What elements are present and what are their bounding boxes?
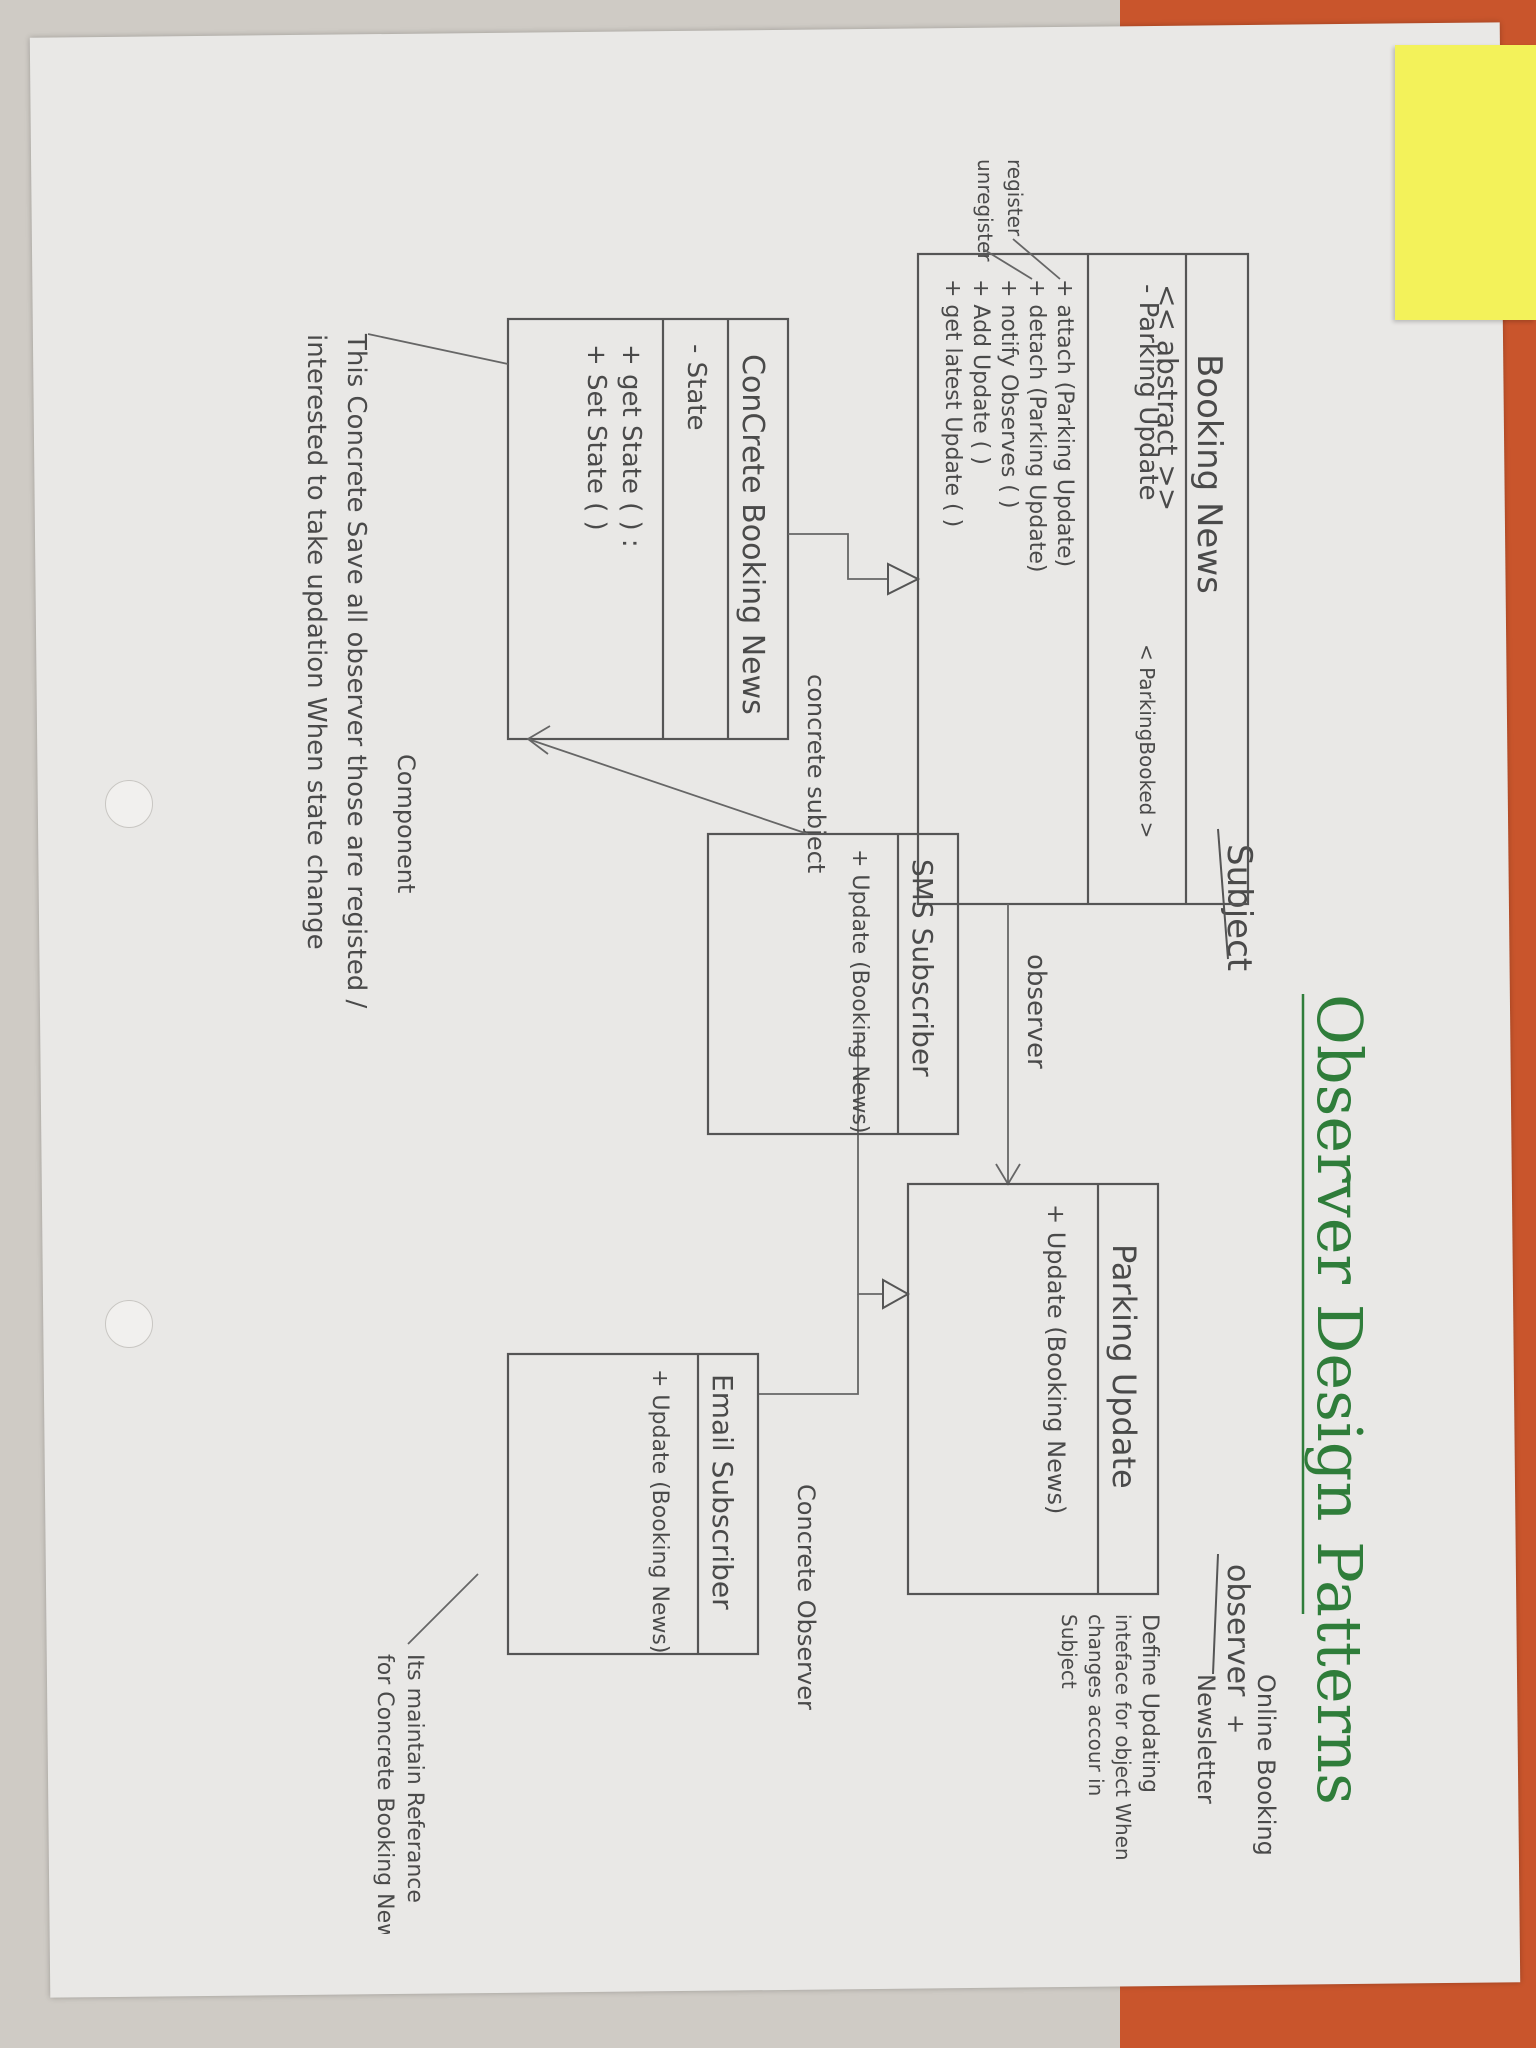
note-concrete-3: interested to take updation When state c… (301, 334, 331, 950)
parking-update-name: Parking Update (1105, 1244, 1143, 1489)
note-online-2: + (1222, 1714, 1250, 1734)
sms-subscriber-name: SMS Subscriber (906, 859, 939, 1077)
note-define-3: changes accour in (1084, 1614, 1108, 1796)
sticky-note (1395, 45, 1536, 320)
sms-subscriber-method-1: + Update (Booking News) (847, 849, 872, 1133)
booking-news-method-4: + Add Update ( ) (968, 279, 993, 465)
booking-news-attr-2: < ParkingBooked > (1135, 644, 1159, 838)
unregister-label: unregister (973, 159, 997, 262)
note-concrete-2: This Concrete Save all observer those ar… (341, 333, 371, 1009)
booking-news-method-1: + attach (Parking Update) (1052, 279, 1077, 567)
note-define-2: inteface for object When (1111, 1614, 1135, 1861)
booking-news-method-3: + notify Observes ( ) (996, 279, 1021, 508)
note-reference-1: Its maintain Referance (402, 1654, 427, 1903)
note-online-3: Newsletter (1192, 1674, 1220, 1804)
concrete-observer-label: Concrete Observer (792, 1484, 820, 1710)
observer-edge-label: observer (1021, 954, 1051, 1069)
note-concrete-pointer (367, 333, 509, 365)
sms-reference-line (527, 738, 809, 835)
register-pointer (1012, 238, 1061, 280)
email-inheritance-line (758, 1294, 859, 1395)
observer-underline (1212, 1553, 1219, 1675)
note-define-4: Subject (1057, 1614, 1081, 1689)
note-define-1: Define Updating (1137, 1614, 1162, 1793)
subscribers-inheritance-triangle (882, 1278, 911, 1310)
concrete-method-1: + get State ( ) : (616, 344, 646, 548)
booking-news-name: Booking News (1189, 354, 1229, 594)
parking-update-class (906, 1182, 1160, 1596)
punch-hole-1 (105, 780, 153, 828)
sms-reference-arrow (526, 725, 551, 755)
punch-hole-2 (105, 1300, 153, 1348)
email-subscriber-method-1: + Update (Booking News) (647, 1369, 672, 1653)
unregister-pointer (982, 248, 1033, 280)
subject-label: Subject (1219, 844, 1259, 971)
concrete-booking-news-name: ConCrete Booking News (735, 354, 770, 715)
booking-news-method-5: + get latest Update ( ) (940, 279, 965, 527)
booking-news-attr-1: - Parking Update (1133, 284, 1163, 500)
abstract-stereotype: << abstract >> (1151, 284, 1184, 511)
diagram-canvas: Observer Design Patterns Subject observe… (128, 114, 1408, 1934)
note-reference-pointer (407, 1573, 479, 1645)
note-concrete-1: Component (392, 754, 420, 893)
inheritance-line (788, 533, 918, 580)
concrete-method-2: + Set State ( ) (581, 344, 611, 531)
register-label: register (1003, 159, 1027, 237)
email-subscriber-class (506, 1352, 760, 1656)
observer-label: observer (1220, 1564, 1255, 1697)
note-reference-2: for Concrete Booking News (372, 1654, 397, 1934)
concrete-subject-label: concrete subject (802, 674, 830, 873)
concrete-booking-news-class (506, 317, 790, 741)
concrete-attr-1: - State (681, 344, 711, 430)
diagram-title: Observer Design Patterns (1303, 994, 1376, 1805)
sms-subscriber-class (706, 832, 960, 1136)
inheritance-triangle (887, 562, 921, 596)
parking-update-method-1: + Update (Booking News) (1042, 1204, 1070, 1514)
booking-news-method-2: + detach (Parking Update) (1024, 279, 1049, 572)
note-online-1: Online Booking (1252, 1674, 1280, 1856)
subject-underline (1217, 828, 1229, 960)
email-subscriber-name: Email Subscriber (706, 1374, 739, 1610)
uml-diagram: Observer Design Patterns Subject observe… (301, 159, 1376, 1934)
